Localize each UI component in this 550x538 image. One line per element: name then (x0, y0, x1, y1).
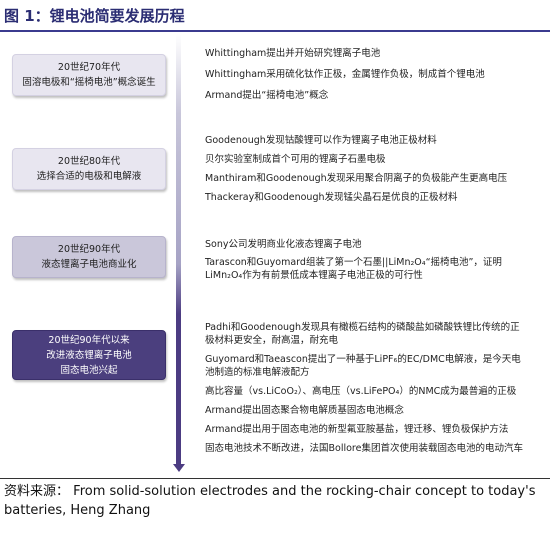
event-item: Whittingham采用硫化钛作正极，金属锂作负极，制成首个锂电池 (205, 69, 485, 80)
era-name: 20世纪70年代 (57, 62, 121, 73)
event-item: Guyomard和Taeascon提出了一种基于LiPF₆的EC/DMC电解液，… (205, 354, 521, 378)
era-box-1990s: 20世纪90年代 液态锂离子电池商业化 (12, 236, 166, 278)
figure-title: 图 1：锂电池简要发展历程 (4, 7, 185, 25)
timeline-axis (176, 34, 181, 466)
era-box-post-1990s: 20世纪90年代以来 改进液态锂离子电池 固态电池兴起 (12, 330, 166, 380)
event-item: Goodenough发现钴酸锂可以作为锂离子电池正极材料 (205, 135, 437, 146)
source-label: 资料来源： (4, 484, 70, 499)
event-item: Manthiram和Goodenough发现采用聚合阴离子的负极能产生更高电压 (205, 173, 508, 184)
event-item: Thackeray和Goodenough发现锰尖晶石是优良的正极材料 (205, 192, 458, 203)
event-item: Armand提出用于固态电池的新型氟亚胺基盐，锂迁移、锂负极保护方法 (205, 424, 509, 435)
event-item: Armand提出“摇椅电池”概念 (205, 90, 329, 101)
era-name: 20世纪90年代 (57, 244, 121, 255)
era-name: 20世纪90年代以来 (48, 334, 130, 346)
timeline-arrow-icon (173, 464, 185, 472)
era-description: 液态锂离子电池商业化 (41, 259, 137, 270)
event-list-1990s: Sony公司发明商业化液态锂离子电池 Tarascon和Guyomard组装了第… (205, 238, 550, 282)
era-box-1970s: 20世纪70年代 固溶电极和“摇椅电池”概念诞生 (12, 54, 166, 96)
era-name: 20世纪80年代 (57, 156, 121, 167)
event-list-post-1990s: Padhi和Goodenough发现具有橄榄石结构的磷酸盐如磷酸铁锂比传统的正极… (205, 321, 550, 455)
title-divider (0, 30, 550, 32)
event-list-1980s: Goodenough发现钴酸锂可以作为锂离子电池正极材料 贝尔实验室制成首个可用… (205, 134, 550, 204)
event-list-1970s: Whittingham提出并开始研究锂离子电池 Whittingham采用硫化钛… (205, 47, 550, 102)
event-item: Whittingham提出并开始研究锂离子电池 (205, 48, 381, 59)
event-item: Padhi和Goodenough发现具有橄榄石结构的磷酸盐如磷酸铁锂比传统的正极… (205, 322, 520, 346)
era-box-1980s: 20世纪80年代 选择合适的电极和电解液 (12, 148, 166, 190)
source-text: From solid-solution electrodes and the r… (4, 484, 536, 518)
era-description: 固态电池兴起 (60, 364, 118, 376)
event-item: 固态电池技术不断改进，法国Bollore集团首次使用装载固态电池的电动汽车 (205, 443, 523, 454)
event-item: Armand提出固态聚合物电解质基固态电池概念 (205, 405, 404, 416)
event-item: Tarascon和Guyomard组装了第一个石墨||LiMn₂O₄“摇椅电池”… (205, 257, 502, 281)
era-description: 选择合适的电极和电解液 (36, 171, 142, 182)
event-item: 高比容量（vs.LiCoO₂）、高电压（vs.LiFePO₄）的NMC成为最普遍… (205, 386, 517, 397)
source-note: 资料来源： From solid-solution electrodes and… (4, 482, 544, 520)
era-description: 改进液态锂离子电池 (46, 349, 132, 361)
footer-divider (0, 478, 550, 479)
event-item: Sony公司发明商业化液态锂离子电池 (205, 239, 362, 250)
event-item: 贝尔实验室制成首个可用的锂离子石墨电极 (205, 154, 386, 165)
era-description: 固溶电极和“摇椅电池”概念诞生 (22, 77, 156, 88)
